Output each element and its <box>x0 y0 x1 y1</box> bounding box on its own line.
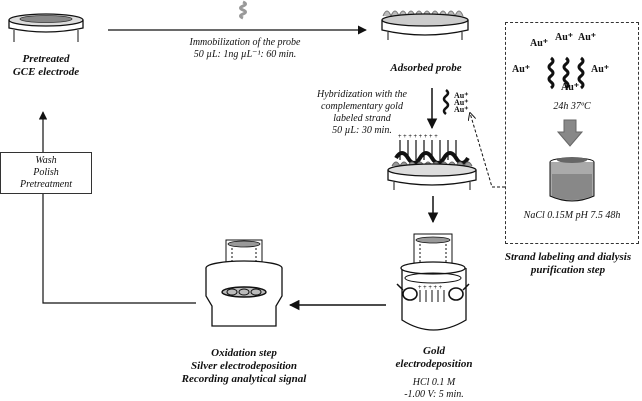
hybridization-label: Hybridization with the complementary gol… <box>306 89 418 137</box>
wash-polish-pretreatment-box: Wash Polish Pretreatment <box>0 152 92 194</box>
gold-label-line2: electrodeposition <box>395 358 473 370</box>
pretreated-electrode-icon <box>8 13 84 42</box>
au-ion-a: Au⁺ <box>530 38 549 49</box>
gold-conditions-line1: HCl 0.1 M <box>412 377 456 388</box>
pretreated-label: Pretreated GCE electrode <box>3 53 89 79</box>
gold-electrodeposition-label: Gold electrodeposition <box>374 345 494 371</box>
wash-label: Wash <box>35 155 57 166</box>
adsorbed-probe-label: Adsorbed probe <box>390 62 462 74</box>
au-ion-1: Au⁺ <box>454 91 469 100</box>
immobilization-label: Immobilization of the probe 50 µL: 1ng µ… <box>160 37 330 61</box>
au-ion-f: Au⁺ <box>561 82 580 93</box>
hybridization-label-line4: 50 µL: 30 min. <box>332 125 392 136</box>
oxidation-cell-icon <box>205 239 283 327</box>
pretreated-label-line2: GCE electrode <box>12 66 80 78</box>
adsorbed-probe-electrode-icon <box>381 10 469 40</box>
dialysis-beaker-icon <box>549 157 595 202</box>
oxidation-label-line1: Oxidation step <box>211 347 277 359</box>
buffer-label: NaCl 0.15M pH 7.5 48h <box>523 210 621 221</box>
strand-labeling-box <box>505 22 639 244</box>
probe-strand-icon <box>239 0 247 20</box>
pretreatment-label: Pretreatment <box>19 179 73 190</box>
polish-label: Polish <box>33 167 59 178</box>
gold-conditions-line2: -1.00 V: 5 min. <box>404 389 464 400</box>
svg-text:+ + + + +: + + + + + <box>418 285 443 291</box>
au-ions-cluster: Au⁺ Au⁺ Au⁺ Au⁺ Au⁺ Au⁺ <box>505 28 639 98</box>
gold-label-line1: Gold <box>423 345 445 357</box>
au-ion-d: Au⁺ <box>512 64 531 75</box>
oxidation-step-label: Oxidation step Silver electrodeposition … <box>156 347 332 386</box>
hybridization-label-line3: labeled strand <box>333 113 391 124</box>
pretreated-label-line1: Pretreated <box>22 53 70 65</box>
arrow-return-loop <box>38 111 196 304</box>
au-ion-3: Au⁺ <box>454 105 469 114</box>
au-ion-e: Au⁺ <box>591 64 610 75</box>
strand-au-labels: Au⁺ Au⁺ Au⁺ <box>454 91 469 114</box>
oxidation-label-line2: Silver electrodeposition <box>190 360 297 372</box>
labeling-caption: Strand labeling and dialysis purificatio… <box>494 251 642 277</box>
labeling-strands-icon <box>547 56 585 90</box>
hybridization-label-line2: complementary gold <box>321 101 403 112</box>
hybridized-electrode-icon: + + + + + + + + <box>387 134 477 190</box>
hybridization-label-line1: Hybridization with the <box>317 89 407 100</box>
labeling-caption-line1: Strand labeling and dialysis <box>504 251 632 263</box>
immobilization-label-line1: Immobilization of the probe <box>189 37 301 48</box>
svg-text:+ + + + + + + +: + + + + + + + + <box>398 134 438 140</box>
labeling-caption-line2: purification step <box>530 264 606 276</box>
oxidation-label-line3: Recording analytical signal <box>181 373 307 385</box>
au-ion-2: Au⁺ <box>454 98 469 107</box>
incubation-label: 24h 37ºC <box>553 101 591 112</box>
gold-conditions-label: HCl 0.1 M -1.00 V: 5 min. <box>384 377 484 401</box>
gold-labeled-strand-icon <box>442 89 450 115</box>
gold-electrodeposition-cell-icon: + + + + + <box>396 233 470 331</box>
down-arrow-icon <box>556 119 584 147</box>
immobilization-label-line2: 50 µL: 1ng µL⁻¹: 60 min. <box>193 49 297 60</box>
au-ion-b: Au⁺ <box>555 32 574 43</box>
dotted-connector <box>470 113 505 188</box>
au-ion-c: Au⁺ <box>578 32 597 43</box>
